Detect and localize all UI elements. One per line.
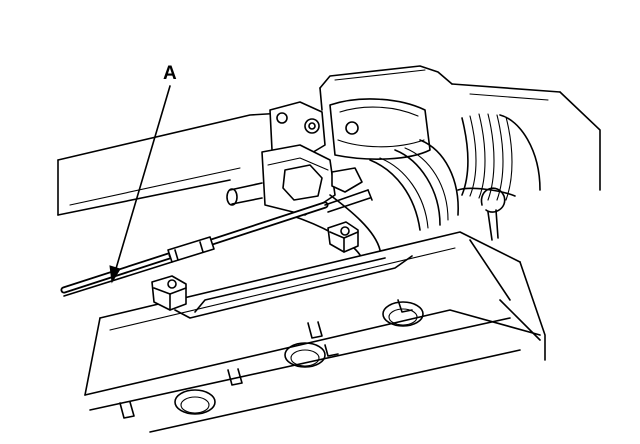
intake-hose	[457, 113, 541, 201]
wire-clips	[119, 299, 413, 419]
callout-label-a: A	[163, 63, 177, 84]
spark-plug-wells	[174, 301, 424, 415]
dipstick-handle	[480, 187, 506, 241]
valve-cover	[84, 231, 546, 433]
cable-bracket-left	[151, 275, 187, 311]
cable-bracket-right	[327, 221, 359, 253]
throttle-body	[226, 98, 431, 216]
throttle-cable	[60, 189, 373, 297]
callout-leader-a	[109, 85, 171, 284]
